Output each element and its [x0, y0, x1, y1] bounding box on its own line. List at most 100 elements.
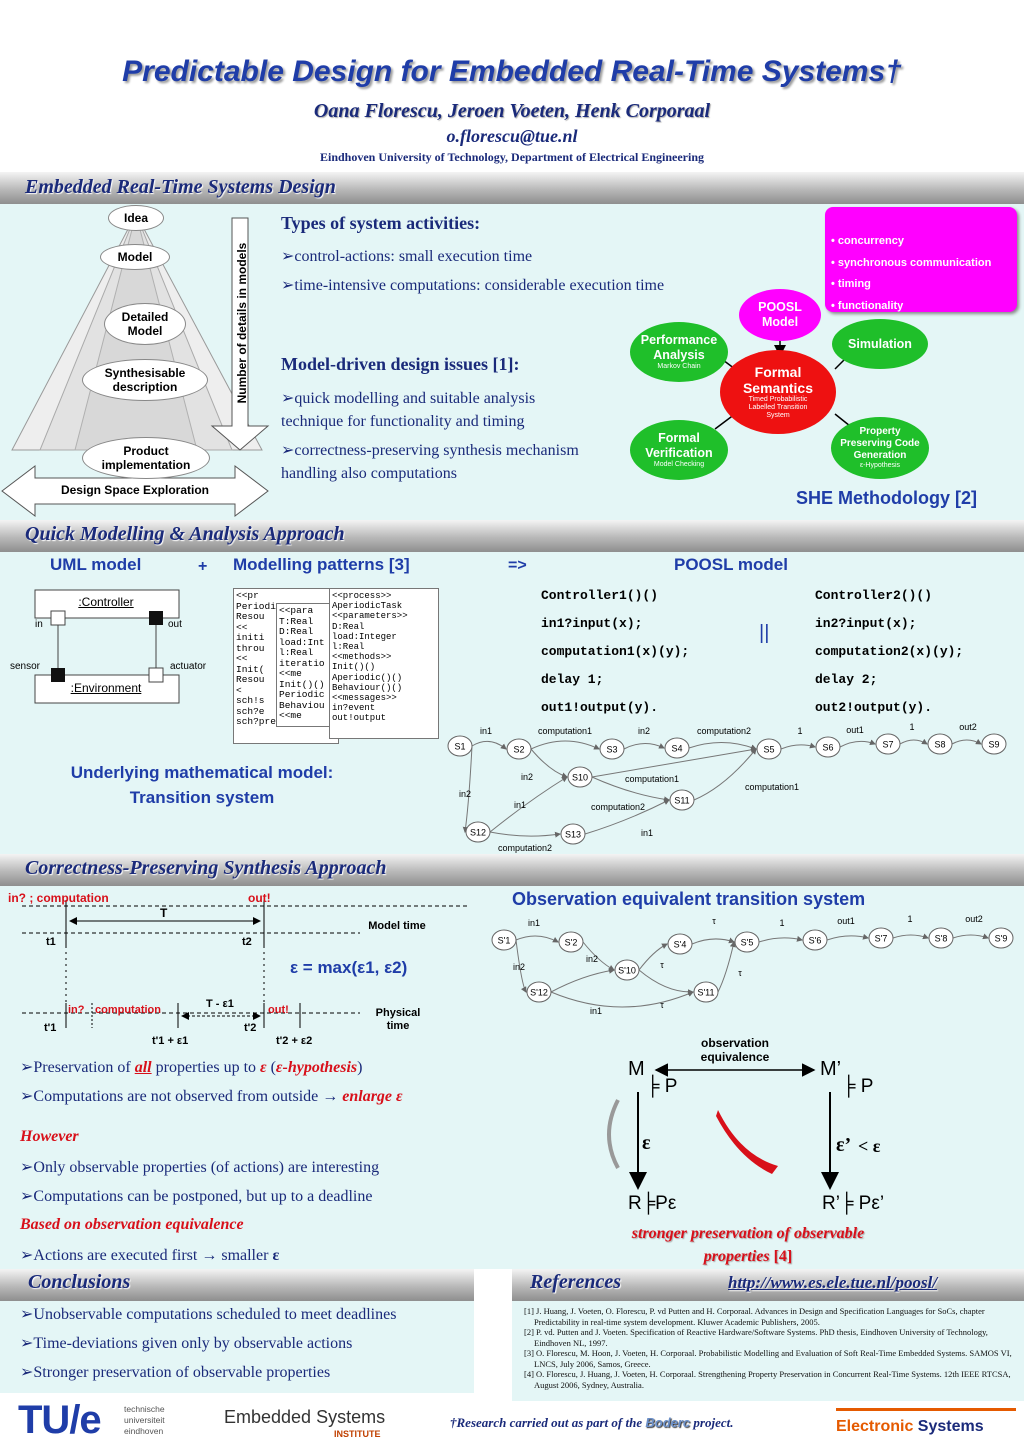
- pattern-line: sch!s: [236, 695, 265, 706]
- timing-tp1-eps: t'1 + ε1: [152, 1035, 189, 1047]
- ts-state-label: S2: [513, 745, 524, 755]
- uml-port-out: out: [168, 619, 182, 630]
- ts-edge: [515, 935, 559, 943]
- timing-computation: computation: [95, 1004, 161, 1016]
- ts-edge: [951, 738, 982, 745]
- ts-edge: [688, 742, 757, 751]
- pattern-line: <<messages>>: [332, 693, 397, 704]
- timing-diagram: [22, 900, 470, 1028]
- timing-tp2-eps: t'2 + ε2: [276, 1035, 313, 1047]
- uml-diagram: [34, 589, 180, 704]
- synthesis-bullet-2: ➢Computations are not observed from outs…: [20, 1088, 403, 1105]
- ts-state: S'5: [734, 931, 760, 953]
- pattern-line: sch?e: [236, 705, 265, 717]
- code-line: computation2(x)(y);: [815, 644, 964, 659]
- synthesis-bullet-5: ➢Actions are executed first → smaller ε: [20, 1247, 280, 1264]
- pattern-line: <<parameters>>: [332, 611, 408, 622]
- pattern-line: <: [236, 684, 242, 696]
- ts-state: S'9: [988, 927, 1014, 949]
- pattern-line: <<me: [279, 668, 302, 679]
- ts-state: S4: [664, 737, 690, 759]
- section-title-synthesis: Correctness-Preserving Synthesis Approac…: [25, 857, 387, 879]
- reference-list: [1] J. Huang, J. Voeten, O. Florescu, P.…: [524, 1306, 1018, 1390]
- code-line: Controller1()(): [541, 588, 659, 603]
- es-institute-sub: INSTITUTE: [334, 1429, 381, 1439]
- ts-state: S1: [447, 735, 473, 757]
- ts-state: S10: [567, 766, 593, 788]
- ts-edge-label: 1: [909, 722, 914, 732]
- ts-edge: [780, 742, 816, 750]
- pyramid-detailed-model: Detailed Model: [104, 303, 186, 345]
- pattern-line: <<process>>: [332, 591, 392, 601]
- ts-edge: [550, 967, 615, 993]
- ts-edge-label: τ: [738, 968, 742, 978]
- section-panel-conclusions: [0, 1301, 474, 1393]
- parallel-operator: ||: [759, 622, 770, 644]
- ts-state: S13: [560, 823, 586, 845]
- ts-state-label: S3: [606, 745, 617, 755]
- ts-edge: [892, 933, 929, 940]
- section-title-references: References: [530, 1271, 622, 1293]
- ts-edge-label: computation2: [498, 843, 552, 853]
- diag-eps: ε: [642, 1132, 651, 1154]
- pattern-line: <<para: [279, 605, 314, 616]
- ts-edge-label: in1: [528, 918, 540, 928]
- pattern-line: <<methods>>: [332, 652, 392, 663]
- however-label: However: [20, 1128, 79, 1145]
- ts-edge-label: in1: [480, 726, 492, 736]
- ts-edge-label: computation1: [745, 782, 799, 792]
- es-institute-logo: Embedded Systems: [224, 1407, 386, 1427]
- pattern-line: Init(: [236, 663, 265, 675]
- conclusion-item: ➢Stronger preservation of observable pro…: [20, 1364, 331, 1381]
- ts-edge: [839, 739, 876, 748]
- obs-equivalence-label: observation equivalence: [700, 1036, 770, 1064]
- timing-model-time: Model time: [368, 920, 426, 932]
- ts-edge-label: τ: [660, 960, 664, 970]
- she-properties-box: • concurrency • synchronous communicatio…: [825, 207, 1017, 312]
- ts-edge-label: in1: [590, 1006, 602, 1016]
- ts-edge-label: τ: [660, 1000, 664, 1010]
- types-item: ➢control-actions: small execution time: [281, 248, 533, 265]
- reference-item: [3] O. Florescu, M. Hoon, J. Voeten, H. …: [524, 1348, 1012, 1369]
- ts-state: S3: [599, 738, 625, 760]
- es-group-logo: Electronic Systems: [836, 1418, 984, 1435]
- design-space-exploration: Design Space Exploration: [60, 483, 210, 497]
- references-url[interactable]: http://www.es.ele.tue.nl/poosl/: [728, 1273, 938, 1292]
- ts-state-label: S4: [671, 744, 682, 754]
- pattern-line: Periodic: [279, 689, 325, 700]
- code-line: in1?input(x);: [541, 616, 643, 631]
- ts-edge: [591, 746, 757, 778]
- ts-edge: [530, 748, 568, 779]
- ts-state-label: S10: [572, 773, 588, 783]
- pattern-line: throu: [236, 642, 265, 654]
- issues-item: ➢correctness-preserving synthesis mechan…: [281, 442, 579, 482]
- types-item-text: control-actions: small execution time: [294, 248, 533, 265]
- she-prop: • timing: [831, 278, 871, 290]
- ts-edge: [691, 937, 735, 945]
- pattern-line: <<pr: [236, 590, 259, 601]
- ts-state-label: S'5: [741, 938, 754, 948]
- ts-state-label: S'11: [697, 988, 714, 998]
- issues-heading: Model-driven design issues [1]:: [281, 354, 520, 374]
- ts-state: S8: [927, 733, 953, 755]
- pattern-line: l:Real: [332, 642, 365, 653]
- ts-edge-label: in2: [513, 962, 525, 972]
- timing-T: T: [160, 906, 168, 920]
- based-label: Based on observation equivalence: [20, 1216, 244, 1233]
- ts-state: S'11: [693, 981, 719, 1003]
- diag-Rp: R’╞ Pε’: [822, 1193, 885, 1214]
- ts-edge-label: in2: [521, 772, 533, 782]
- ts-state-label: S'12: [530, 988, 548, 998]
- ts-state: S6: [815, 736, 841, 758]
- pattern-line: load:Int: [279, 636, 325, 648]
- poosl-code-controller2: Controller2()() in2?input(x); computatio…: [815, 582, 963, 722]
- ts-edge: [758, 935, 803, 943]
- ts-edge: [462, 745, 473, 833]
- ts-state: S12: [465, 821, 491, 843]
- ts-edge: [623, 743, 665, 750]
- pattern-line: AperiodicTask: [332, 601, 403, 612]
- section-title-design: Embedded Real-Time Systems Design: [25, 176, 336, 198]
- ts-edge-label: 1: [779, 918, 784, 928]
- details-arrow: [210, 217, 270, 451]
- ts-edge-label: out1: [837, 916, 855, 926]
